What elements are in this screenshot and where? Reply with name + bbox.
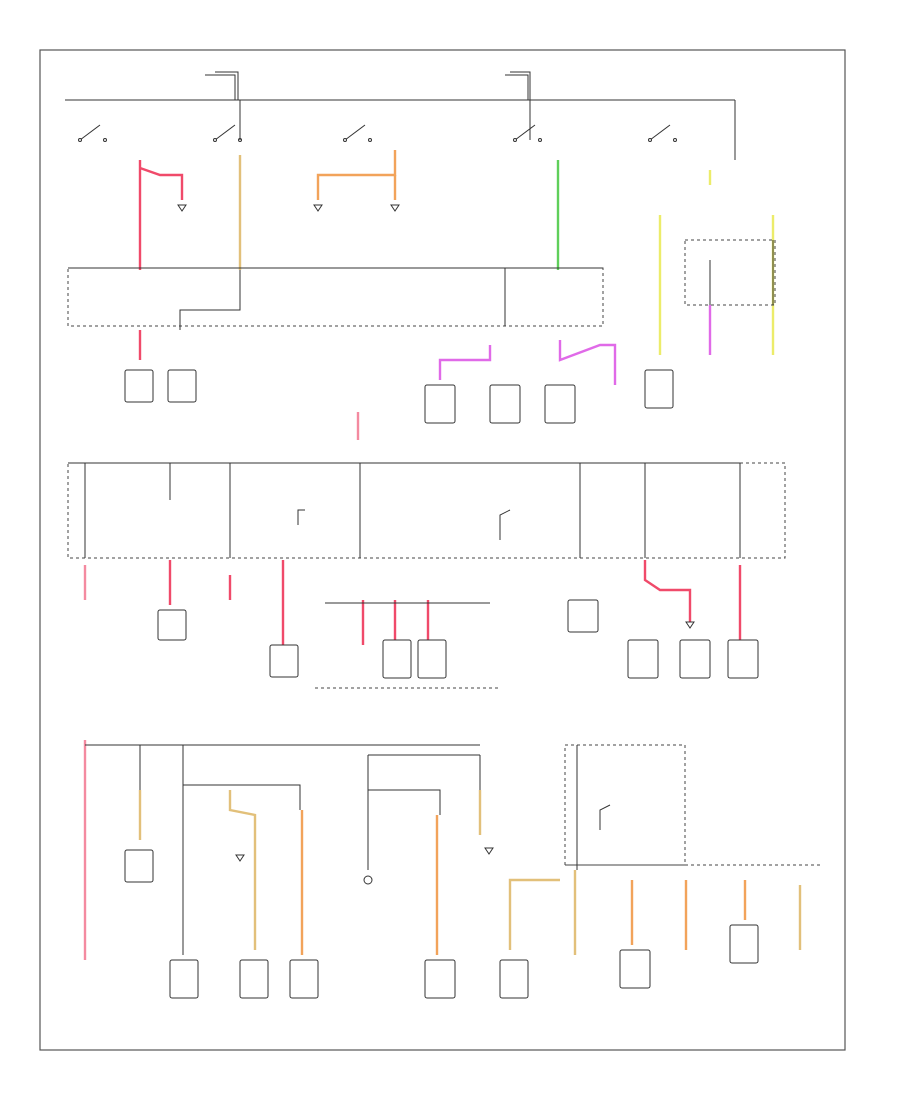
component-3d — [289, 959, 319, 999]
component-2a — [157, 609, 187, 641]
ignition-switch-4 — [513, 100, 542, 142]
component-1c — [424, 384, 456, 424]
wire-red-9 — [643, 560, 692, 625]
component-2c — [382, 639, 412, 679]
wire-tan-3 — [228, 790, 257, 950]
ground-symbols-top — [177, 204, 400, 212]
diode-symbol — [363, 875, 373, 885]
wire-magenta-2 — [438, 345, 492, 380]
wire-tan-4 — [508, 878, 560, 950]
diagram-border — [39, 49, 846, 1051]
component-3h — [729, 924, 759, 964]
wire-magenta-3 — [558, 340, 617, 385]
component-3c — [239, 959, 269, 999]
fuse-block-3 — [564, 744, 686, 866]
relay-contact-c — [599, 804, 611, 830]
ignition-switch-5 — [648, 124, 677, 142]
component-3g — [619, 949, 651, 989]
ignition-switch-2 — [213, 100, 242, 142]
component-2b — [269, 644, 299, 678]
wire-red-branch — [139, 166, 184, 200]
component-2e — [567, 599, 599, 633]
feed-wire-right — [505, 74, 529, 100]
components-row-3 — [124, 849, 759, 999]
fuse-block-2-taps — [84, 463, 741, 558]
bottom-left-taps — [139, 745, 481, 955]
component-2d — [417, 639, 447, 679]
component-1b — [167, 369, 197, 403]
relay-contact-b — [499, 509, 511, 540]
component-3e — [424, 959, 456, 999]
component-1e — [544, 384, 576, 424]
relay-box-right — [684, 239, 776, 306]
fuse-block-1 — [67, 267, 604, 327]
component-2h — [727, 639, 759, 679]
ignition-switch-3 — [343, 124, 372, 142]
component-2f — [627, 639, 659, 679]
components-row-1 — [124, 369, 674, 424]
component-1a — [124, 369, 154, 403]
component-1d — [489, 384, 521, 424]
component-3a — [124, 849, 154, 883]
feed-wire-left-red — [215, 71, 239, 100]
feed-wire-left — [205, 74, 236, 100]
component-3f — [499, 959, 529, 999]
component-1f — [644, 369, 674, 409]
component-3b — [169, 959, 199, 999]
fuse-block-2 — [67, 462, 786, 559]
fuse-block-1-link — [179, 270, 241, 330]
feed-wire-right-red — [510, 71, 531, 100]
wire-orange-1 — [316, 150, 397, 200]
components-row-2 — [157, 599, 759, 679]
ground-symbols-bottom — [235, 621, 695, 862]
colored-wires — [83, 150, 802, 960]
relay-contact-a — [297, 509, 305, 525]
ignition-switch-1 — [78, 124, 107, 142]
component-2g — [679, 639, 711, 679]
